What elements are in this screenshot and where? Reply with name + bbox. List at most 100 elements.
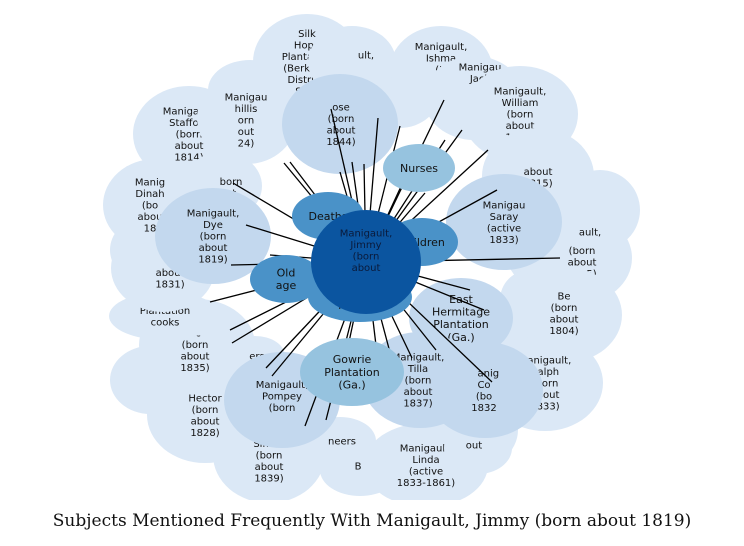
node-label-line: about xyxy=(255,462,284,473)
node-label-line: Hector xyxy=(188,393,222,404)
node-label-line: 1833-1861) xyxy=(397,478,456,489)
node-label-line: about xyxy=(524,167,553,178)
node-label-line: about xyxy=(199,243,228,254)
node-label-line: (born xyxy=(353,251,380,262)
node-label-line: Stafford xyxy=(169,118,209,129)
node-label-line: 1819) xyxy=(198,255,227,266)
node-label-line: (born xyxy=(569,246,596,257)
node-dye-circle xyxy=(155,188,271,284)
node-label-line: (born xyxy=(328,114,355,125)
node-frag-out-label: out xyxy=(466,441,482,452)
node-label-line: hillis xyxy=(235,104,258,115)
node-label-line: about xyxy=(175,141,204,152)
node-label-line: ult, xyxy=(358,51,374,62)
node-saray-circle xyxy=(446,174,562,270)
node-label-line: Manigau xyxy=(483,200,526,211)
node-label-line: Nurses xyxy=(400,162,438,175)
node-label-line: Manigault, xyxy=(256,380,309,391)
node-label-line: (born xyxy=(176,130,203,141)
node-label-line: abou xyxy=(138,212,163,223)
node-label-line: 1835) xyxy=(180,363,209,374)
node-label-line: about xyxy=(181,351,210,362)
node-nurses-label: Nurses xyxy=(400,162,438,175)
node-label-line: (born xyxy=(182,340,209,351)
node-gowrie-circle xyxy=(300,338,404,406)
node-label-line: 1844) xyxy=(326,137,355,148)
node-label-line: (Berkeley xyxy=(283,63,331,74)
node-label-line: orn xyxy=(238,116,254,127)
node-label-line: B xyxy=(355,462,362,473)
node-label-line: 1828) xyxy=(190,428,219,439)
node-phillis-circle xyxy=(197,72,297,164)
node-label-line: William xyxy=(502,98,539,109)
node-label-line: 1832 xyxy=(471,403,496,414)
node-label-line: (born xyxy=(192,405,219,416)
node-label-line: ose xyxy=(332,102,349,113)
node-label-line: Be xyxy=(557,291,570,302)
node-label-line: 1831) xyxy=(155,279,184,290)
node-label-line: 1814) xyxy=(174,153,203,164)
node-label-line: Manig xyxy=(135,178,165,189)
node-frag-ault[interactable]: ault, xyxy=(547,188,619,248)
node-label-line: (bo xyxy=(142,201,158,212)
node-label-line: cooks xyxy=(151,317,180,328)
node-label-line: about xyxy=(156,268,185,279)
node-label-line: (born xyxy=(405,376,432,387)
node-label-line: Hope xyxy=(294,40,320,51)
node-frag-ault-label: ault, xyxy=(579,228,601,239)
node-label-line: Pompey xyxy=(262,392,302,403)
node-label-line: 1833) xyxy=(530,402,559,413)
node-label-line: neers xyxy=(328,437,356,448)
node-label-line: Ralph xyxy=(531,367,559,378)
node-engineers-label: neers xyxy=(328,437,356,448)
node-label-line: out xyxy=(466,441,482,452)
node-label-line: 1837) xyxy=(403,399,432,410)
node-label-line: Gowrie xyxy=(333,353,372,366)
node-label-line: Manigault, xyxy=(392,353,445,364)
node-label-line: District, xyxy=(287,75,326,86)
node-label-line: Hermitage xyxy=(432,306,490,319)
node-label-line: Manigault, xyxy=(415,42,468,53)
node-label-line: about xyxy=(531,390,560,401)
node-label-line: Old xyxy=(277,267,296,280)
network-svg: SilkHopePlantation(BerkeleyDistrict,S.C.… xyxy=(103,14,640,507)
node-label-line: Co xyxy=(477,380,490,391)
background-bubbles: SilkHopePlantation(BerkeleyDistrict,S.C.… xyxy=(103,14,640,507)
node-label-line: about xyxy=(550,314,579,325)
node-label-line: (born xyxy=(507,110,534,121)
node-nurses[interactable]: Nurses xyxy=(383,144,455,192)
node-label-line: out xyxy=(238,127,254,138)
node-label-line: Manigau xyxy=(459,63,502,74)
node-label-line: Saray xyxy=(490,212,519,223)
node-label-line: age xyxy=(276,279,297,292)
node-label-line: Manigault, xyxy=(494,87,547,98)
node-frag-b[interactable]: B xyxy=(330,444,386,488)
node-label-line: ault, xyxy=(579,228,601,239)
node-label-line: Tilla xyxy=(407,364,428,375)
node-label-line: about xyxy=(191,416,220,427)
node-frag-ult-label: ult, xyxy=(358,51,374,62)
node-label-line: (born xyxy=(269,403,296,414)
node-label-line: (active xyxy=(487,223,521,234)
node-label-line: Dye xyxy=(203,220,223,231)
diagram-caption: Subjects Mentioned Frequently With Manig… xyxy=(52,511,692,531)
